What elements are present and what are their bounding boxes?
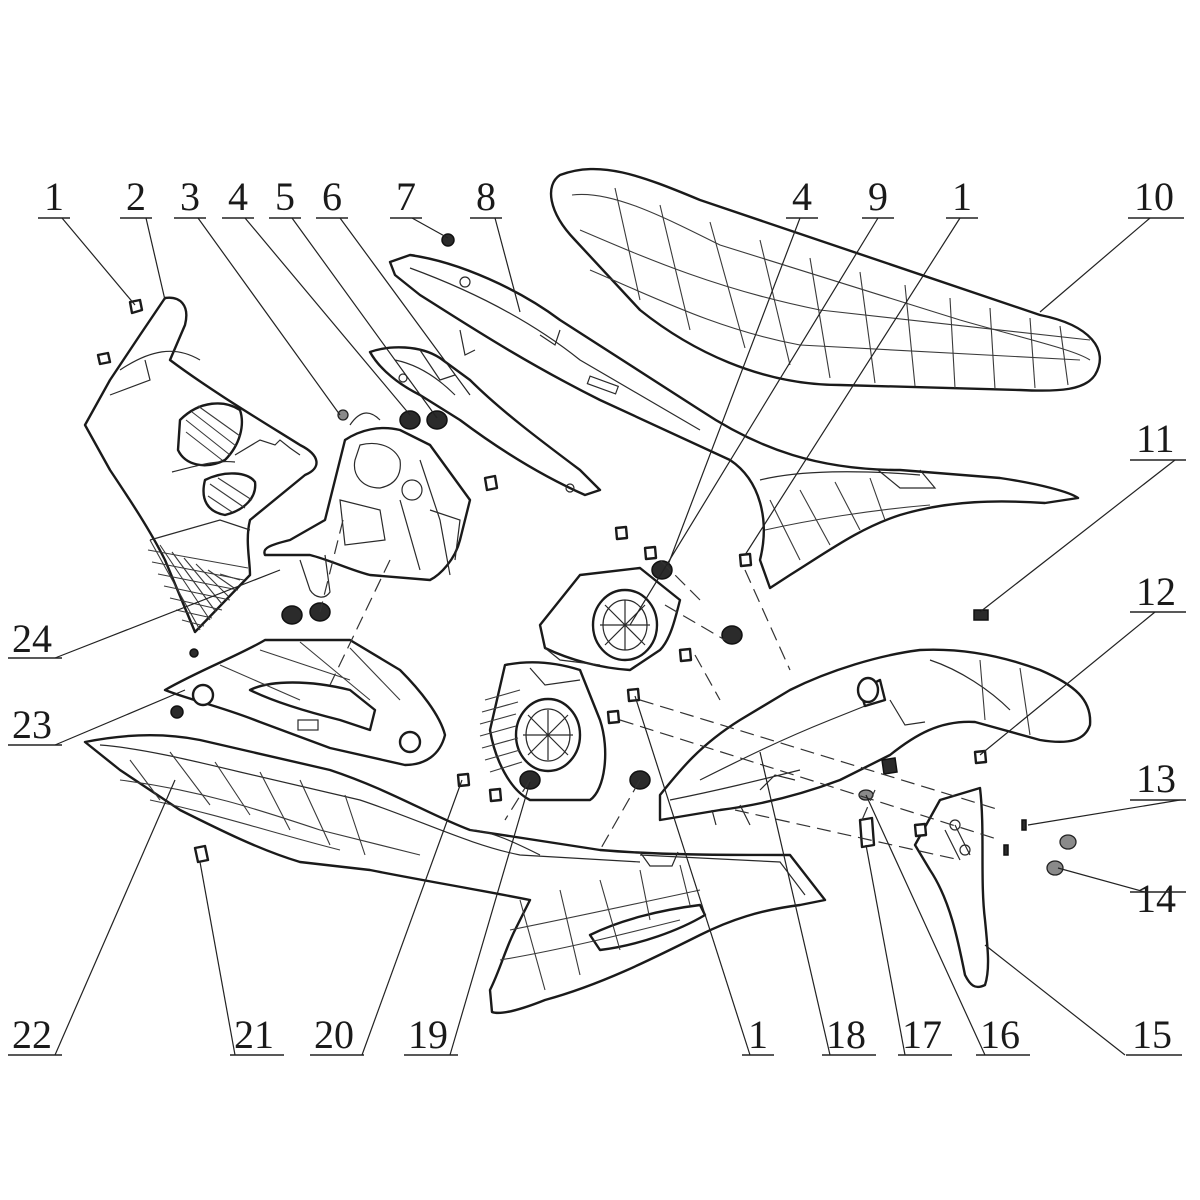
callout-label: 24 [12, 616, 52, 661]
callout-8: 8 [470, 174, 502, 219]
side-rail [368, 346, 602, 497]
callout-label: 14 [1136, 876, 1176, 921]
callout-label: 21 [234, 1012, 274, 1057]
mudflap [913, 786, 990, 989]
callout-9: 9 [862, 174, 894, 219]
callout-1-bottom: 1 [742, 1012, 774, 1057]
callout-label: 20 [314, 1012, 354, 1057]
callout-21: 21 [230, 1012, 284, 1057]
callout-label: 15 [1132, 1012, 1172, 1057]
callout-12: 12 [1130, 569, 1186, 614]
callout-24: 24 [8, 616, 62, 661]
rear-fender [658, 648, 1092, 826]
callout-label: 2 [126, 174, 146, 219]
callout-3: 3 [174, 174, 206, 219]
callout-label: 16 [980, 1012, 1020, 1057]
callout-4-right: 4 [786, 174, 818, 219]
seat [549, 167, 1101, 392]
callout-label: 1 [952, 174, 972, 219]
callout-label: 19 [408, 1012, 448, 1057]
callout-label: 9 [868, 174, 888, 219]
callout-label: 12 [1136, 569, 1176, 614]
callout-label: 23 [12, 702, 52, 747]
rear-frame-cover [388, 253, 1080, 590]
callout-label: 1 [44, 174, 64, 219]
callout-label: 18 [826, 1012, 866, 1057]
callout-label: 6 [322, 174, 342, 219]
long-bottom-panel [83, 734, 827, 1014]
callout-label: 7 [396, 174, 416, 219]
upper-fan-housing [538, 566, 682, 672]
callout-14: 14 [1130, 876, 1186, 921]
callout-4-left: 4 [222, 174, 254, 219]
callout-17: 17 [898, 1012, 952, 1057]
front-side-panel [83, 296, 318, 634]
assembly-lines [319, 519, 1001, 861]
callout-13: 13 [1130, 756, 1186, 801]
callout-label: 1 [748, 1012, 768, 1057]
callout-23: 23 [8, 702, 62, 747]
leader-lines [54, 217, 1181, 1056]
callout-16: 16 [976, 1012, 1030, 1057]
callout-label: 8 [476, 174, 496, 219]
callout-label: 22 [12, 1012, 52, 1057]
callout-22: 22 [8, 1012, 62, 1057]
callout-label: 10 [1134, 174, 1174, 219]
callout-20: 20 [310, 1012, 364, 1057]
lower-fan-housing [479, 661, 607, 802]
callout-6: 6 [316, 174, 348, 219]
center-mount-bracket [263, 412, 472, 598]
callout-11: 11 [1130, 416, 1186, 461]
callout-2: 2 [120, 174, 152, 219]
callout-label: 3 [180, 174, 200, 219]
lower-inner-panel [163, 638, 447, 767]
callout-label: 4 [228, 174, 248, 219]
callout-5: 5 [269, 174, 301, 219]
callout-7: 7 [390, 174, 422, 219]
callout-10: 10 [1128, 174, 1184, 219]
callout-label: 4 [792, 174, 812, 219]
callout-1-top-left: 1 [38, 174, 70, 219]
callout-19: 19 [404, 1012, 458, 1057]
fasteners [96, 233, 1077, 876]
callout-label: 11 [1136, 416, 1175, 461]
callout-18: 18 [822, 1012, 876, 1057]
callout-1-top-right: 1 [946, 174, 978, 219]
callout-label: 13 [1136, 756, 1176, 801]
callouts: 1 2 3 4 5 6 7 8 [8, 174, 1186, 1057]
callout-label: 17 [902, 1012, 942, 1057]
callout-15: 15 [1126, 1012, 1182, 1057]
callout-label: 5 [275, 174, 295, 219]
